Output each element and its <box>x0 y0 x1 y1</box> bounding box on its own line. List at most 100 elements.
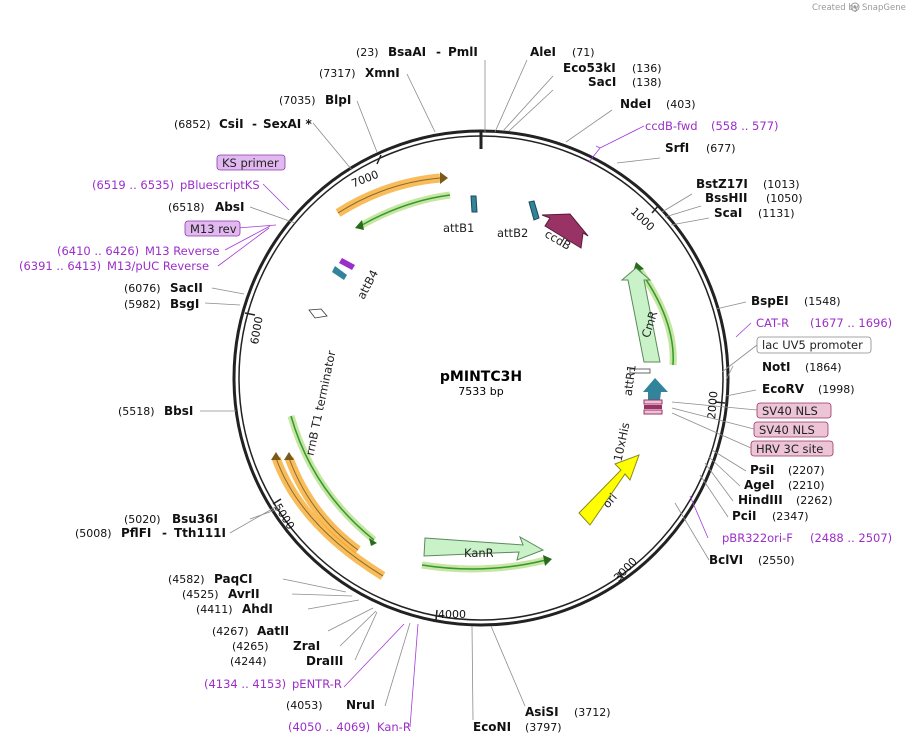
plasmid-size: 7533 bp <box>458 385 503 398</box>
primer-pentr-r: (4134 .. 4153) pENTR-R <box>204 677 342 691</box>
primer-ks-primer: KS primer <box>216 154 286 171</box>
site-xmni: (7317) XmnI <box>319 66 400 80</box>
site-blpi: (7035) BlpI <box>279 93 351 107</box>
site-bsshii: BssHII (1050) <box>705 191 803 205</box>
site-saci: SacI (138) <box>588 75 662 89</box>
svg-text:SacII: SacII <box>170 281 203 295</box>
site-pflfi-tth111i: (5008) PflFI - Tth111I <box>75 526 226 540</box>
site-pflfi: PflFI <box>121 526 151 540</box>
svg-text:(4265): (4265) <box>232 640 269 653</box>
svg-text:ZraI: ZraI <box>293 639 320 653</box>
snapgene-logo <box>850 2 860 12</box>
svg-text:lac UV5 promoter: lac UV5 promoter <box>762 338 863 352</box>
svg-text:Kan-R: Kan-R <box>377 720 411 734</box>
site-sacii: (6076) SacII <box>124 281 203 295</box>
his-tag-feature: 10xHis <box>611 399 663 463</box>
primer-cat-r: CAT-R (1677 .. 1696) <box>756 316 892 330</box>
svg-text:(4053): (4053) <box>286 699 323 712</box>
orf-arc-orange-3 <box>284 452 361 554</box>
site-pcii: PciI (2347) <box>732 509 809 523</box>
attb1-feature: attB1 <box>443 195 478 235</box>
attr1-label: attR1 <box>621 364 639 397</box>
credit-text: Created by <box>812 3 859 13</box>
site-asisi: AsiSI (3712) <box>525 705 611 719</box>
svg-text:(677): (677) <box>706 142 736 155</box>
attb4-feature: attB4 <box>332 258 381 302</box>
site-noti: NotI (1864) <box>762 360 842 374</box>
svg-text:(6519 .. 6535): (6519 .. 6535) <box>92 178 174 192</box>
site-bsaai: BsaAI <box>388 45 426 59</box>
attb2-feature: attB2 <box>497 200 540 240</box>
svg-text:NdeI: NdeI <box>620 97 651 111</box>
svg-text:pBluescriptKS: pBluescriptKS <box>180 178 260 192</box>
svg-text:AleI: AleI <box>530 45 556 59</box>
svg-text:Eco53kI: Eco53kI <box>563 61 616 75</box>
site-bsu36i: (5020) Bsu36I <box>124 512 218 526</box>
tick-1000: 1000 <box>628 205 657 234</box>
svg-text:PciI: PciI <box>732 509 757 523</box>
svg-text:M13/pUC Reverse: M13/pUC Reverse <box>107 259 209 273</box>
credit-brand: SnapGene <box>862 3 906 13</box>
svg-text:(4050 .. 4069): (4050 .. 4069) <box>288 720 370 734</box>
svg-text:(2210): (2210) <box>788 479 825 492</box>
site-ndei: NdeI (403) <box>620 97 696 111</box>
svg-text:(6410 .. 6426): (6410 .. 6426) <box>57 244 139 258</box>
svg-text:(3712): (3712) <box>574 706 611 719</box>
site-hindiii: HindIII (2262) <box>738 493 833 507</box>
svg-text:(1864): (1864) <box>805 361 842 374</box>
orf-arc-orange-2 <box>271 452 386 580</box>
his-tag-label: 10xHis <box>611 421 633 462</box>
svg-text:(1548): (1548) <box>804 295 841 308</box>
svg-text:pBR322ori-F: pBR322ori-F <box>722 531 793 545</box>
site-scai: ScaI (1131) <box>714 206 795 220</box>
site-bsaai-pmli: (23) BsaAI - PmlI <box>356 45 478 59</box>
svg-text:(5008): (5008) <box>75 527 112 540</box>
svg-text:PaqCI: PaqCI <box>214 572 252 586</box>
svg-text:(4411): (4411) <box>196 603 233 616</box>
svg-text:CAT-R: CAT-R <box>756 316 789 330</box>
svg-text:(5518): (5518) <box>118 405 155 418</box>
sv40-nls-box-2: SV40 NLS <box>753 421 829 438</box>
site-bspei: BspEI (1548) <box>751 294 841 308</box>
svg-text:AvrII: AvrII <box>228 587 260 601</box>
primer-ccdb-fwd: ccdB-fwd (558 .. 577) <box>645 119 779 133</box>
svg-text:AsiSI: AsiSI <box>525 705 559 719</box>
svg-text:AhdI: AhdI <box>242 602 273 616</box>
svg-text:(1013): (1013) <box>763 178 800 191</box>
site-bclvi: BclVI (2550) <box>709 553 795 567</box>
tick-6000: 6000 <box>248 316 266 346</box>
svg-text:(1677 .. 1696): (1677 .. 1696) <box>810 316 892 330</box>
attb2-label: attB2 <box>497 226 528 240</box>
attr1-feature: attR1 <box>621 364 668 400</box>
svg-text:(1998): (1998) <box>818 383 855 396</box>
site-econi: EcoNI (3797) <box>473 720 562 734</box>
svg-text:BssHII: BssHII <box>705 191 747 205</box>
svg-text:NruI: NruI <box>346 698 375 712</box>
attb4-label: attB4 <box>354 267 381 301</box>
boxed-feature-leaders <box>671 344 758 449</box>
svg-text:ccdB-fwd: ccdB-fwd <box>645 119 698 133</box>
primer-m13-rev: M13 rev <box>184 220 241 237</box>
svg-text:M13 Reverse: M13 Reverse <box>145 244 219 258</box>
plasmid-name: pMINTC3H <box>440 369 522 385</box>
primer-kan-r: (4050 .. 4069) Kan-R <box>288 720 411 734</box>
site-draiii: (4244) DraIII <box>230 654 343 668</box>
svg-text:(1131): (1131) <box>758 207 795 220</box>
svg-text:HindIII: HindIII <box>738 493 783 507</box>
svg-text:(3797): (3797) <box>525 721 562 734</box>
svg-text:(4244): (4244) <box>230 655 267 668</box>
svg-text:SacI: SacI <box>588 75 616 89</box>
lac-uv5-promoter-box: lac UV5 promoter <box>756 336 872 354</box>
kanr-feature: KanR <box>423 535 545 561</box>
svg-text:SV40 NLS: SV40 NLS <box>762 404 818 418</box>
tick-2000: 2000 <box>705 391 720 420</box>
svg-text:(6391 .. 6413): (6391 .. 6413) <box>19 259 101 273</box>
svg-text:(7035): (7035) <box>279 94 316 107</box>
svg-text:(558 .. 577): (558 .. 577) <box>711 119 779 133</box>
primer-pbr322ori-f: pBR322ori-F (2488 .. 2507) <box>722 531 892 545</box>
svg-text:-: - <box>162 526 167 540</box>
orf-arc-green-1 <box>355 191 451 230</box>
site-tth111i: Tth111I <box>174 526 226 540</box>
sv40-nls-box-1: SV40 NLS <box>756 402 832 419</box>
